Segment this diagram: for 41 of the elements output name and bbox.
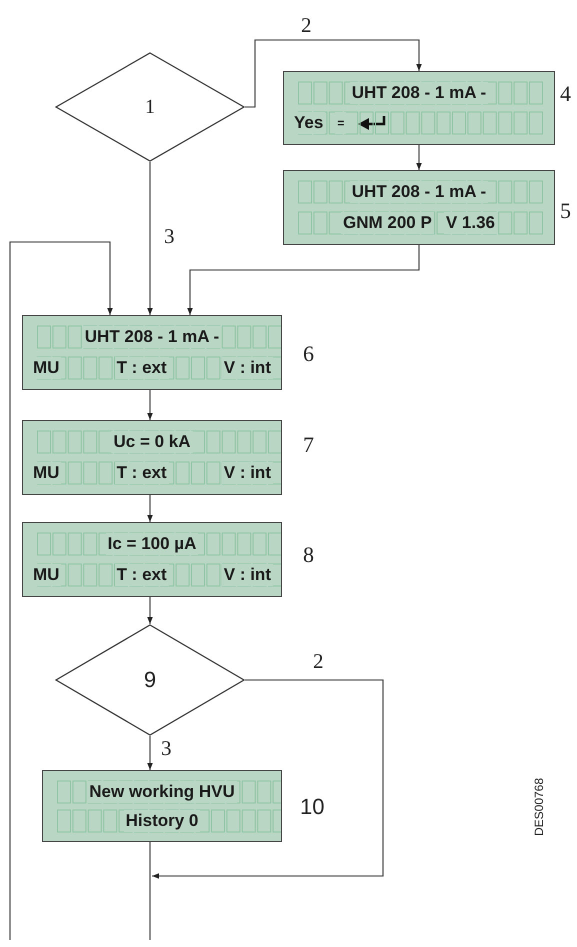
connector-arrow xyxy=(416,145,422,170)
connector-arrow xyxy=(147,597,153,624)
display-field: V : int xyxy=(222,462,273,484)
step-number: 6 xyxy=(303,341,314,367)
display-field: V 1.36 xyxy=(444,212,497,234)
lcd-display xyxy=(42,770,282,842)
lcd-display xyxy=(283,71,555,145)
step-number: 10 xyxy=(300,794,324,820)
lcd-display xyxy=(22,420,282,495)
decision-diamond xyxy=(55,52,245,162)
display-field: MU xyxy=(31,462,62,484)
step-number: 7 xyxy=(303,432,314,458)
display-field: MU xyxy=(31,564,62,586)
connector-arrow xyxy=(147,495,153,522)
step-number: 4 xyxy=(560,81,571,107)
connector-arrow xyxy=(9,241,113,940)
display-field: V : int xyxy=(222,356,273,379)
connector-arrow xyxy=(187,245,420,315)
decision-diamond xyxy=(55,624,245,736)
decision-number: 9 xyxy=(144,667,156,693)
connector-arrow xyxy=(245,39,422,108)
display-field: MU xyxy=(31,356,62,379)
connector-arrow xyxy=(147,390,153,420)
display-field: History 0 xyxy=(124,810,200,832)
display-field: T : ext xyxy=(114,564,169,586)
connector-arrow xyxy=(147,162,153,315)
lcd-display xyxy=(283,170,555,245)
decision-number: 1 xyxy=(145,96,155,118)
display-field: T : ext xyxy=(114,356,169,379)
step-number: 5 xyxy=(560,198,571,224)
document-code: DES00768 xyxy=(532,778,546,836)
display-field: Yes xyxy=(292,112,326,134)
display-field: V : int xyxy=(222,564,273,586)
step-number: 8 xyxy=(303,542,314,568)
lcd-display xyxy=(22,522,282,597)
display-field: = xyxy=(335,112,346,134)
connector-arrow xyxy=(152,679,384,879)
lcd-display xyxy=(22,315,282,390)
display-field: T : ext xyxy=(114,462,169,484)
connector-arrow xyxy=(147,736,153,770)
display-field: GNM 200 P xyxy=(341,212,434,234)
